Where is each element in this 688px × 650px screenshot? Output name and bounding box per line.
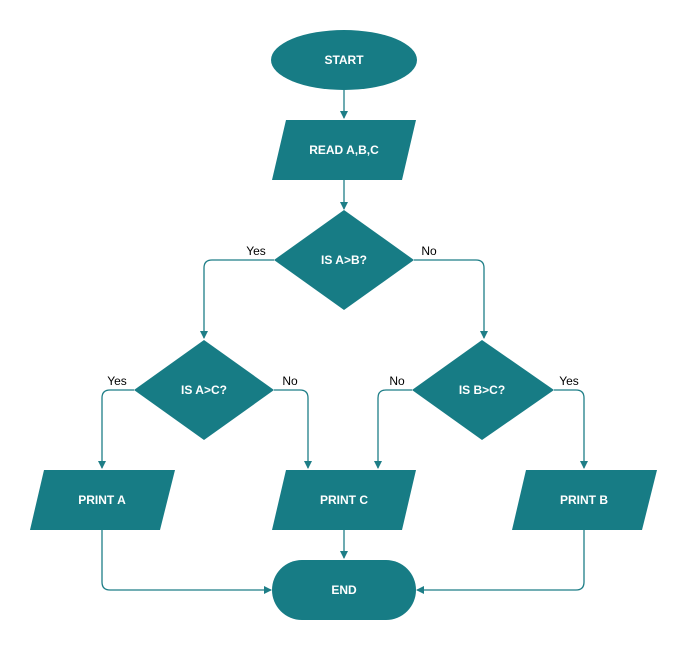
decision-ab-label: IS A>B? — [321, 253, 367, 267]
edge-label-ab-yes: Yes — [246, 244, 266, 258]
edge-ab-no-to-bc — [414, 259, 488, 339]
read-label: READ A,B,C — [309, 143, 379, 157]
edge-ac-no-to-print-c — [274, 389, 312, 469]
edge-label-ac-yes: Yes — [107, 374, 127, 388]
print-a-label: PRINT A — [78, 493, 126, 507]
edge-label-bc-yes: Yes — [559, 374, 579, 388]
decision-bc-label: IS B>C? — [459, 383, 505, 397]
edge-ab-yes-to-ac — [200, 259, 274, 339]
end-terminator — [272, 560, 416, 620]
print-b-label: PRINT B — [560, 493, 608, 507]
edge-label-bc-no: No — [389, 374, 405, 388]
decision-ac-label: IS A>C? — [181, 383, 227, 397]
decision-ac-diamond — [134, 340, 274, 440]
print-a-parallelogram — [30, 470, 175, 530]
read-io-parallelogram — [272, 120, 416, 180]
edge-print-b-to-end — [416, 530, 585, 594]
start-terminator — [271, 30, 417, 90]
edge-label-ab-no: No — [421, 244, 437, 258]
edge-print-a-to-end — [101, 530, 272, 594]
print-c-parallelogram — [272, 470, 416, 530]
edge-ac-yes-to-print-a — [98, 389, 134, 469]
edge-bc-yes-to-print-b — [554, 389, 588, 469]
decision-bc-diamond — [412, 340, 554, 440]
start-label: START — [324, 53, 364, 67]
decision-ab-diamond — [274, 210, 414, 310]
edge-bc-no-to-print-c — [374, 389, 412, 469]
print-c-label: PRINT C — [320, 493, 368, 507]
edge-label-ac-no: No — [282, 374, 298, 388]
end-label: END — [331, 583, 357, 597]
print-b-parallelogram — [512, 470, 657, 530]
